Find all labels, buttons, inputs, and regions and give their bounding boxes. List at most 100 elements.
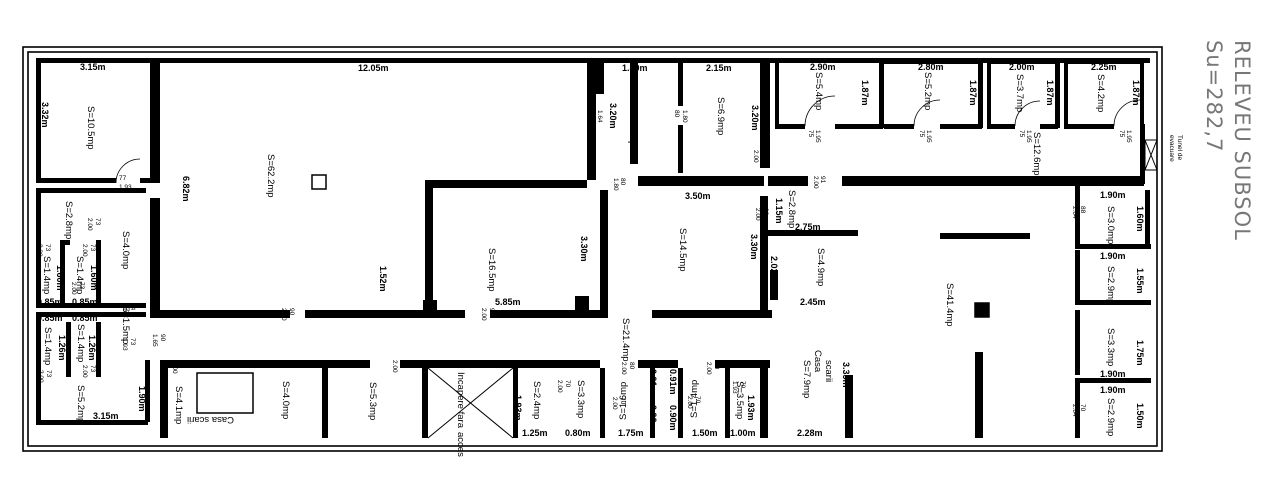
door-width: 90 (179, 361, 186, 369)
dimension-label: 2.15m (706, 63, 732, 73)
door-width: 80 (589, 110, 596, 118)
area-label: S=2.8mp (63, 201, 74, 239)
area-label: S=2.4mp (531, 381, 542, 419)
area-label: S=12.6mp (1031, 132, 1042, 176)
door-height: 2.00 (812, 176, 819, 189)
total-surface: Su=282,7 (1202, 40, 1226, 152)
inner-wall-outline (27, 51, 1158, 447)
area-label: S=4.1mp (173, 386, 184, 424)
dimension-label: 0.85m (72, 297, 98, 307)
dimension-label: 0.91m (668, 369, 678, 395)
door-width: 70 (694, 396, 701, 404)
dimension-label: 1.93m (746, 395, 756, 421)
area-label: S=21.4mp (620, 318, 631, 362)
dimension-label: 2.80m (918, 62, 944, 72)
dimension-label: 1.80m (622, 63, 648, 73)
door-width: 90 (288, 308, 295, 316)
door-height: 1.95 (925, 130, 932, 143)
dimension-label: 0.85m (37, 313, 63, 323)
door-width: 73 (94, 218, 101, 226)
area-label: S=3.7mp (1014, 74, 1025, 112)
door-height: 1.95 (1025, 130, 1032, 143)
dimension-label: 1.90m (1100, 190, 1126, 200)
dimension-label: 3.20m (750, 105, 760, 131)
area-label: S=4.2mp (1095, 74, 1106, 112)
door-height: 2.00 (70, 282, 77, 295)
dimension-label: 1.90m (1100, 385, 1126, 395)
dimension-label: 3.15m (80, 62, 106, 72)
dimension-label: 1.60m (1135, 206, 1145, 232)
dimension-label: 3.30m (579, 236, 589, 262)
drawing-title: RELEVEU SUBSOL (1230, 40, 1254, 241)
door-width: 90 (159, 334, 166, 342)
pillar-2 (974, 302, 990, 318)
exit-label-line1: Tunel de (1176, 135, 1183, 160)
door-width: 73 (44, 244, 51, 252)
area-label: S=3.5mp (734, 381, 745, 419)
door-height: 2.00 (705, 362, 712, 375)
door-height: 2.00 (686, 396, 693, 409)
dimension-label: 1.55m (1135, 268, 1145, 294)
door-width: 91 (819, 176, 826, 184)
door-height: 2.00 (171, 361, 178, 374)
area-label: S=1.5mp (120, 306, 131, 344)
door-height: 1.64 (596, 110, 603, 123)
door-width: 90 (760, 150, 767, 158)
door-width: 70 (739, 381, 746, 389)
area-label: S=1.6mp (618, 382, 629, 420)
area-label: S=1.4mp (41, 256, 52, 294)
exit-label-line2: evacuare (1168, 135, 1175, 162)
area-label: S=2.9mp (1105, 266, 1116, 304)
door-width: 70 (564, 380, 571, 388)
dimension-label: 0.85m (72, 313, 98, 323)
door-width: 70 (619, 397, 626, 405)
door-height: 2.00 (121, 303, 128, 316)
area-label: S=14.5mp (677, 228, 688, 272)
area-label: S=1.4mp (75, 324, 86, 362)
dimension-label: 0.85m (37, 297, 63, 307)
dimension-label: 1.26m (57, 335, 67, 361)
dimension-label: 1.75m (1135, 340, 1145, 366)
door-height: 1.65 (151, 334, 158, 347)
area-label: S=4.0mp (280, 381, 291, 419)
door-swings (115, 95, 1141, 184)
door-width: 80 (619, 178, 626, 186)
area-label: S=62.2mp (265, 154, 276, 198)
door-height: 2.00 (391, 360, 398, 373)
door-width: 75 (807, 130, 814, 138)
door-height: 1.93 (731, 381, 738, 394)
area-label: S=16.5mp (486, 248, 497, 292)
area-label: S=1.4mp (689, 380, 700, 418)
dimension-label: 1.60m (55, 265, 65, 291)
door-height: 2.00 (86, 218, 93, 231)
walls (36, 58, 1151, 438)
door-width: 80 (713, 362, 720, 370)
dimension-label: 3.32m (40, 102, 50, 128)
door-height: 1.95 (814, 130, 821, 143)
dimension-label: 2.75m (795, 222, 821, 232)
door-height: 2.00 (611, 397, 618, 410)
dimension-label: 0.80m (565, 428, 591, 438)
door-height: 2.00 (81, 244, 88, 257)
door-height: 2.00 (280, 308, 287, 321)
dimension-label: 1.75m (618, 428, 644, 438)
door-width: 75 (1118, 130, 1125, 138)
area-label: S=41.4mp (944, 283, 955, 327)
door-height: 1.93 (119, 184, 132, 191)
dimension-label: 3.15m (93, 411, 119, 421)
pillar-1 (311, 174, 327, 190)
dimension-label: 1.93m (513, 395, 523, 421)
dimension-label: 1.25m (522, 428, 548, 438)
door-width: 90 (762, 208, 769, 216)
door-width: 88 (1079, 206, 1086, 214)
area-label: S=5.2mp (922, 72, 933, 110)
outer-wall-outline (22, 46, 1163, 452)
dimension-label: 1.87m (1131, 80, 1141, 106)
door-width: 90 (488, 308, 495, 316)
area-label: S=4.0mp (120, 231, 131, 269)
staircase-label: Casa scarii (187, 414, 234, 425)
dimension-label: 3.50m (685, 191, 711, 201)
dimension-label: 2.28m (797, 428, 823, 438)
door-width: 73 (89, 365, 96, 373)
